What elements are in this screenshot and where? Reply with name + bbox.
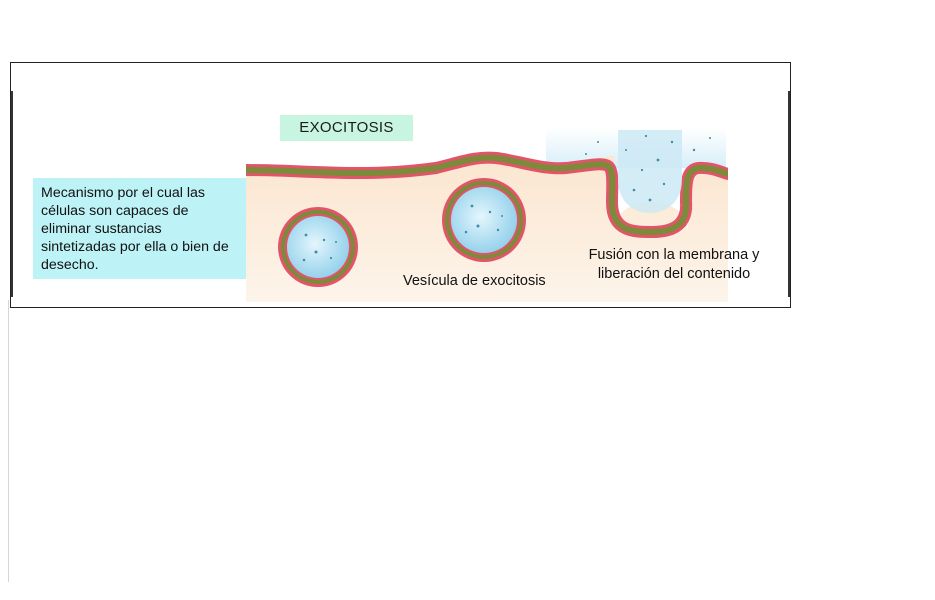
vesicle-label: Vesícula de exocitosis <box>403 273 546 289</box>
description-box: Mecanismo por el cual las células son ca… <box>33 178 246 279</box>
vesicle-particles <box>302 134 711 262</box>
cell-membrane <box>246 151 728 239</box>
frame-left-edge <box>11 91 13 297</box>
exocytic-vesicle-2 <box>442 178 526 262</box>
fusion-label-line-1: Fusión con la membrana y <box>588 247 760 263</box>
page-left-rule <box>8 300 9 582</box>
fusion-label: Fusión con la membrana y liberación del … <box>578 246 770 284</box>
frame-right-edge <box>788 91 790 297</box>
exocytic-vesicle-1 <box>278 207 358 287</box>
fusion-pocket <box>618 130 682 213</box>
diagram-title: EXOCITOSIS <box>280 115 413 141</box>
exocytosis-illustration <box>246 128 728 302</box>
fusion-label-line-2: liberación del contenido <box>597 266 751 282</box>
